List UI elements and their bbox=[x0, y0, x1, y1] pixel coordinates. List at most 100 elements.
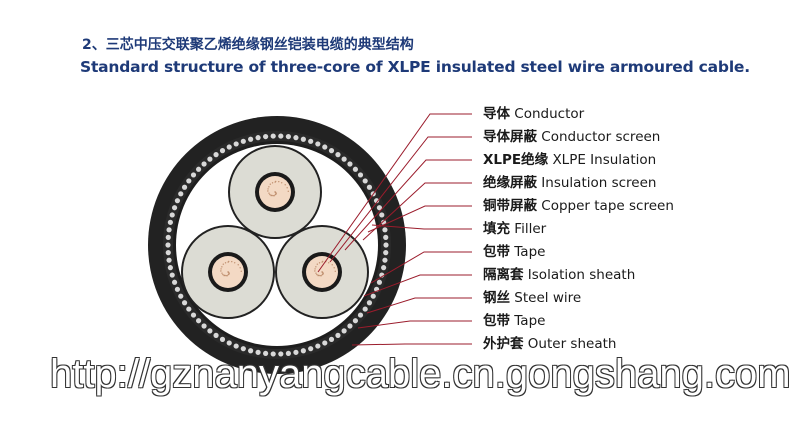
layer-label: 导体 Conductor bbox=[483, 106, 584, 122]
steel-wire bbox=[186, 306, 192, 312]
steel-wire bbox=[270, 351, 276, 357]
layer-label: 填充 Filler bbox=[483, 221, 546, 237]
steel-wire bbox=[366, 184, 373, 190]
steel-wire bbox=[167, 219, 173, 225]
steel-wire bbox=[240, 138, 246, 144]
leader-line bbox=[370, 251, 472, 284]
steel-wire bbox=[352, 318, 359, 324]
steel-wire bbox=[322, 340, 328, 346]
steel-wire bbox=[315, 141, 321, 147]
title-english: Standard structure of three-core of XLPE… bbox=[80, 58, 750, 76]
layer-label-cn: XLPE绝缘 bbox=[483, 152, 549, 168]
layer-label-cn: 导体屏蔽 bbox=[483, 129, 537, 145]
steel-wire bbox=[190, 312, 197, 318]
layer-label: 导体屏蔽 Conductor screen bbox=[483, 129, 660, 145]
layer-label: 包带 Tape bbox=[483, 313, 545, 329]
steel-wire bbox=[181, 300, 188, 306]
steel-wire bbox=[357, 172, 364, 178]
steel-wire bbox=[315, 343, 321, 349]
steel-wire bbox=[347, 323, 353, 329]
layer-label-cn: 包带 bbox=[483, 313, 510, 329]
steel-wire bbox=[285, 350, 291, 357]
leader-line bbox=[363, 274, 472, 297]
steel-wire bbox=[362, 178, 368, 184]
steel-wire bbox=[335, 152, 341, 158]
steel-wire bbox=[300, 136, 306, 142]
steel-wire bbox=[248, 348, 254, 354]
layer-label-en: XLPE Insulation bbox=[552, 152, 657, 168]
steel-wire bbox=[285, 133, 291, 140]
steel-wire bbox=[373, 198, 380, 204]
steel-wire bbox=[328, 336, 335, 342]
layer-label-en: Steel wire bbox=[514, 290, 582, 306]
layer-label-en: Isolation sheath bbox=[527, 267, 636, 283]
steel-wire bbox=[195, 318, 202, 324]
steel-wire bbox=[226, 144, 232, 150]
steel-wire bbox=[219, 148, 226, 154]
leader-line bbox=[371, 224, 472, 230]
steel-wire bbox=[178, 191, 184, 197]
steel-wire bbox=[335, 332, 341, 338]
steel-wire bbox=[383, 250, 389, 256]
leader-line bbox=[317, 113, 472, 273]
steel-wire bbox=[382, 257, 388, 263]
layer-label-en: Tape bbox=[514, 244, 546, 260]
steel-wire bbox=[213, 332, 219, 338]
steel-wire bbox=[248, 136, 254, 142]
layer-label: 外护套 Outer sheath bbox=[483, 336, 616, 352]
title-chinese: 2、三芯中压交联聚乙烯绝缘钢丝铠装电缆的典型结构 bbox=[82, 37, 414, 53]
steel-wire bbox=[171, 205, 178, 211]
layer-label-cn: 填充 bbox=[483, 221, 510, 237]
steel-wire bbox=[233, 343, 239, 349]
layer-label-en: Outer sheath bbox=[527, 336, 617, 352]
layer-label-cn: 导体 bbox=[483, 106, 510, 122]
layer-label-en: Copper tape screen bbox=[541, 198, 674, 214]
steel-wire bbox=[293, 349, 299, 355]
steel-wire bbox=[240, 346, 246, 352]
layer-label-cn: 绝缘屏蔽 bbox=[483, 175, 537, 191]
layer-label-en: Conductor screen bbox=[541, 129, 661, 145]
leader-line bbox=[344, 159, 472, 251]
steel-wire bbox=[190, 172, 197, 178]
steel-wire bbox=[186, 178, 192, 184]
layer-label-en: Tape bbox=[514, 313, 546, 329]
steel-wire bbox=[379, 212, 385, 218]
steel-wire bbox=[270, 133, 276, 139]
steel-wire bbox=[166, 257, 172, 263]
steel-wire bbox=[278, 133, 284, 139]
leader-line bbox=[366, 297, 472, 314]
steel-wire bbox=[174, 198, 181, 204]
layer-label-en: Filler bbox=[514, 221, 547, 237]
steel-wire bbox=[165, 234, 171, 240]
steel-wire bbox=[341, 328, 347, 334]
layer-label: 包带 Tape bbox=[483, 244, 545, 260]
steel-wire bbox=[382, 227, 388, 233]
cable-core bbox=[228, 145, 322, 239]
steel-wire bbox=[169, 272, 175, 278]
layer-label: 钢丝 Steel wire bbox=[483, 290, 581, 306]
steel-wire bbox=[195, 166, 202, 172]
layer-label-en: Conductor bbox=[514, 106, 585, 122]
steel-wire bbox=[171, 279, 178, 285]
layer-label-cn: 外护套 bbox=[483, 336, 524, 352]
steel-wire bbox=[181, 184, 188, 190]
steel-wire bbox=[381, 265, 387, 271]
steel-wire bbox=[207, 328, 213, 334]
steel-wire bbox=[165, 250, 171, 256]
steel-wire bbox=[278, 351, 284, 357]
layer-label-cn: 钢丝 bbox=[483, 290, 510, 306]
steel-wire bbox=[219, 336, 226, 342]
steel-wire bbox=[322, 144, 328, 150]
steel-wire bbox=[328, 148, 335, 154]
leader-line bbox=[362, 182, 472, 241]
steel-wire bbox=[167, 265, 173, 271]
leader-line bbox=[329, 136, 472, 263]
steel-wire bbox=[174, 286, 181, 292]
steel-wire bbox=[362, 306, 368, 312]
layer-label: XLPE绝缘 XLPE Insulation bbox=[483, 152, 656, 168]
steel-wire bbox=[308, 138, 314, 144]
leader-line bbox=[351, 343, 472, 346]
layer-label-cn: 包带 bbox=[483, 244, 510, 260]
steel-wire bbox=[376, 279, 383, 285]
